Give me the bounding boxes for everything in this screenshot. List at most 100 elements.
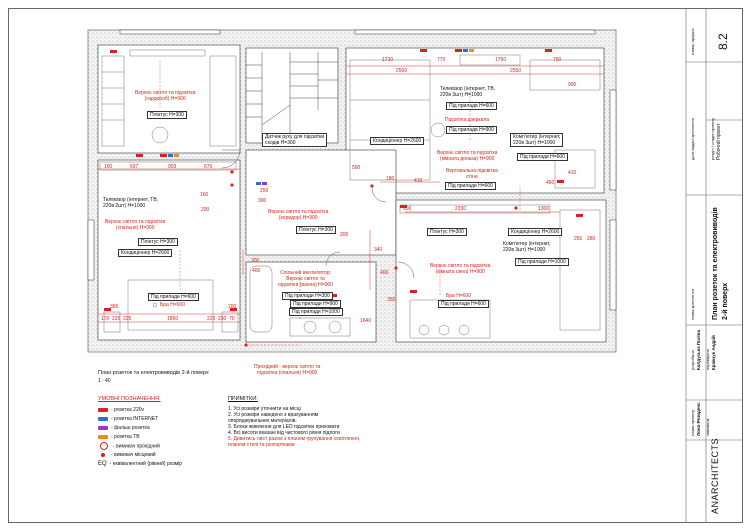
- wardrobe-room: [97, 44, 241, 154]
- dev-label: розробила: [690, 350, 695, 370]
- bedroom-bra: Бра Н=600: [160, 302, 186, 308]
- bedroom-tv: Телевізор (інтернет, ТВ,220в 2шт) Н=1000: [103, 197, 159, 209]
- dim: 250: [574, 236, 583, 242]
- check: Кравчук Андрій: [711, 335, 716, 370]
- living-tv: Телевізор (інтернет, ТВ,220в 3шт) Н=1000: [440, 86, 496, 98]
- project-label: назва проекту: [690, 409, 695, 436]
- dim: 180: [386, 176, 395, 182]
- notes-heading: ПРИМІТКИ:: [228, 396, 258, 402]
- dim: 200: [228, 304, 237, 310]
- legend-item: - розетка ТВ: [98, 433, 140, 441]
- bedroom-plinth: Плінтус Н=300: [138, 238, 178, 246]
- socket-220v: [400, 205, 407, 208]
- dim: 280: [587, 236, 596, 242]
- dim: 1640: [360, 318, 372, 324]
- switch-pass: [230, 183, 234, 187]
- socket-220v: [545, 49, 552, 52]
- dim: 900: [568, 82, 577, 88]
- dev: Колдуська Поліна: [696, 329, 701, 370]
- socket-220v: [160, 154, 167, 157]
- switch-local-icon: [101, 452, 105, 457]
- legend-item: - розетка 220v: [98, 406, 144, 414]
- dim: 225: [207, 316, 216, 322]
- living-mirror: Підсвітка дзеркала: [445, 117, 490, 123]
- title-block-frame: [685, 8, 743, 523]
- room2-bra: Бра Н=600: [446, 293, 472, 299]
- dim: 300: [258, 198, 267, 204]
- plan-scale: 1 : 40: [98, 378, 111, 384]
- stairs: [246, 52, 338, 140]
- dim: 770: [437, 57, 446, 63]
- dim: 225: [112, 316, 121, 322]
- check-label: перевірила: [705, 349, 710, 370]
- living-u3: Під прилади Н=600: [517, 153, 568, 161]
- dim: 460: [546, 180, 555, 186]
- socket-220v: [136, 154, 143, 157]
- dim: 1760: [495, 57, 507, 63]
- room2-comp: Комп'ютер (інтернет,220в 3шт) Н=1000: [503, 241, 551, 253]
- socket-internet: [463, 49, 468, 52]
- socket-220v: [230, 308, 237, 311]
- sheet-no-label: номер аркуша: [690, 28, 695, 55]
- dim: 200: [340, 232, 349, 238]
- brand-logo: ANARCHITECTS: [710, 437, 720, 514]
- socket-220v: [455, 49, 462, 52]
- socket-tv-icon: [98, 434, 108, 439]
- dim: 250: [260, 188, 269, 194]
- socket-fake-icon: [98, 425, 108, 430]
- switch-pass-icon: [100, 442, 108, 450]
- dim: 340: [374, 247, 383, 253]
- bath-u2: Під прилади Н=900: [290, 300, 341, 308]
- dim: 697: [130, 164, 139, 170]
- living-u2: Під прилади Н=900: [446, 126, 497, 134]
- room2-u2: Під прилади Н=600: [438, 300, 489, 308]
- project: Лоно Резиденс: [696, 402, 701, 436]
- room2-u1: Під прилади Н=1000: [515, 258, 569, 266]
- corridor: [245, 149, 397, 256]
- dimension-lines: [98, 65, 604, 323]
- socket-fake: [262, 182, 267, 185]
- living-u1: Під прилади Н=600: [446, 102, 497, 110]
- living-comp: Комп'ютер (інтернет,220в 3шт) Н=1000: [510, 133, 564, 147]
- room2-light: Верхнє світло та підсвітка(кімната сина)…: [430, 263, 491, 275]
- sheet-border: [8, 8, 743, 523]
- living-furniture: [349, 54, 601, 189]
- switch-local: [244, 343, 248, 347]
- socket-220v: [110, 50, 117, 53]
- switches: [230, 170, 518, 347]
- socket-tv: [174, 154, 179, 157]
- socket-220v: [410, 290, 417, 293]
- date-label: дата видачі креслення: [690, 118, 695, 160]
- dim: 395: [110, 304, 119, 310]
- socket-internet-icon: [98, 416, 108, 421]
- dim: 170: [101, 316, 110, 322]
- dim: 1850: [167, 316, 179, 322]
- bath-u1: Під прилади Н=300: [282, 292, 333, 300]
- dim: 903: [168, 164, 177, 170]
- wardrobe-furniture: [101, 49, 237, 147]
- socket-internet: [168, 154, 173, 157]
- bedroom-under: Під прилади Н=600: [148, 293, 199, 301]
- socket-220v-icon: [98, 407, 108, 412]
- switch-local: [370, 184, 374, 188]
- living-u4: Під прилади Н=600: [445, 182, 496, 190]
- section: Робочий проект: [716, 123, 722, 160]
- switch-local: [394, 266, 398, 270]
- dim: 410: [568, 170, 577, 176]
- socket-220v: [420, 49, 427, 52]
- socket-internet: [256, 182, 261, 185]
- drawing-label: назва креслення: [690, 289, 695, 320]
- eq-symbol: EQ: [98, 461, 107, 467]
- room2: [395, 199, 607, 343]
- client-label: замовник: [705, 418, 710, 436]
- corridor-plinth: Плінтус Н=300: [296, 226, 336, 234]
- dim: 750: [553, 57, 562, 63]
- dim: 2330: [455, 206, 467, 212]
- stair-well: [245, 47, 339, 144]
- dim: 70: [229, 316, 235, 322]
- dim: 1300: [538, 206, 550, 212]
- bedroom-ac: Кондиціонер Н=2600: [118, 249, 173, 257]
